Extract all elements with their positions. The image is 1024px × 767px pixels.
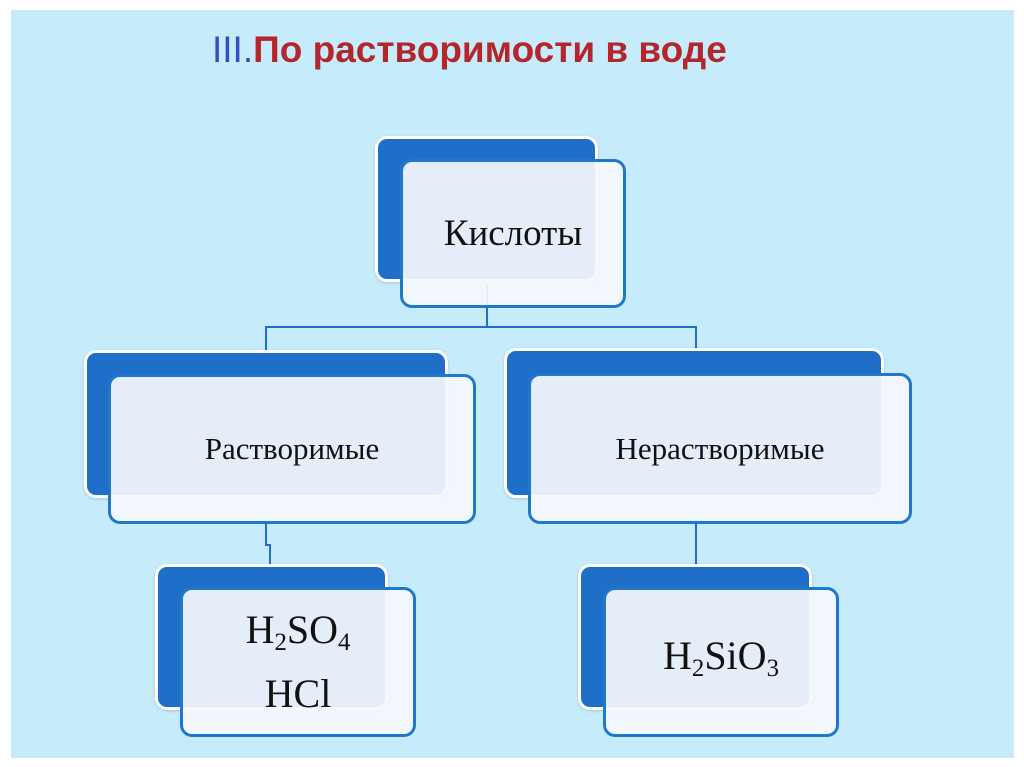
branch-node-insoluble-label: Нерастворимые xyxy=(528,373,912,524)
title-number: III. xyxy=(212,29,254,70)
title-text: По растворимости в воде xyxy=(253,29,727,70)
leaf-node-insoluble-formulas: H2SiO3 xyxy=(603,587,839,737)
root-node-label: Кислоты xyxy=(400,159,626,308)
slide-title: III.По растворимости в воде xyxy=(212,26,727,74)
formula-list: H2SiO3 xyxy=(663,630,779,695)
chemical-formula: H2SO4 xyxy=(245,606,351,656)
connector-soluble-leaf xyxy=(265,520,271,569)
branch-node-soluble-label: Растворимые xyxy=(108,374,476,524)
chemical-formula: HCl xyxy=(264,671,332,717)
chemical-formula: H2SiO3 xyxy=(663,632,779,682)
